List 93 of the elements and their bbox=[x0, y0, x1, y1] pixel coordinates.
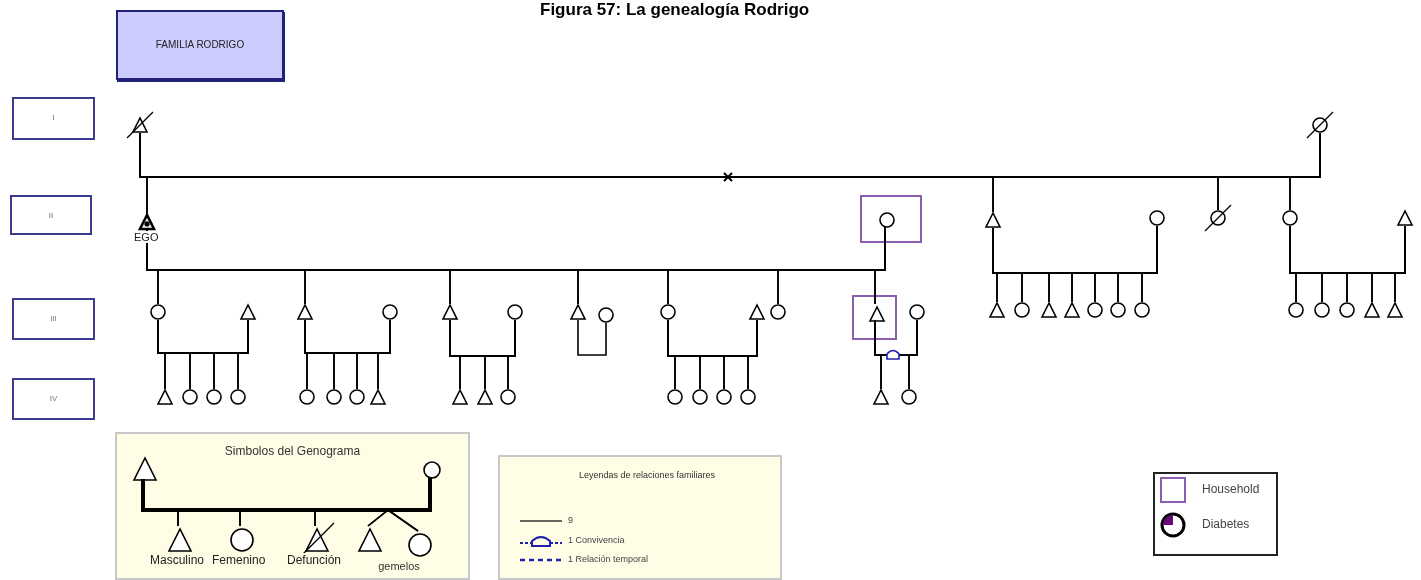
female-symbol bbox=[1339, 302, 1355, 318]
female-symbol bbox=[901, 389, 917, 405]
female-symbol bbox=[423, 461, 441, 479]
family-line bbox=[577, 319, 607, 356]
generation-box bbox=[10, 195, 92, 235]
female-symbol bbox=[716, 389, 732, 405]
female-symbol bbox=[150, 304, 166, 320]
symbol-caption: Masculino bbox=[150, 553, 205, 567]
female-symbol bbox=[182, 389, 198, 405]
male-symbol bbox=[157, 389, 173, 405]
female-symbol bbox=[507, 304, 523, 320]
household-frame bbox=[852, 295, 897, 340]
family-line bbox=[1289, 132, 1321, 211]
female-symbol bbox=[1110, 302, 1126, 318]
female-symbol bbox=[1314, 302, 1330, 318]
female-symbol bbox=[1282, 210, 1298, 226]
male-symbol bbox=[442, 304, 458, 320]
female-symbol bbox=[1087, 302, 1103, 318]
family-line bbox=[1394, 225, 1406, 303]
family-label: FAMILIA RODRIGO bbox=[154, 39, 246, 50]
female-symbol bbox=[879, 212, 895, 228]
female-symbol bbox=[1149, 210, 1165, 226]
female-symbol bbox=[692, 389, 708, 405]
female-symbol bbox=[408, 533, 432, 557]
male-symbol bbox=[358, 528, 382, 552]
female-symbol bbox=[909, 304, 925, 320]
deceased-male-symbol bbox=[127, 112, 153, 138]
legend-title: Leyendas de relaciones familiares bbox=[577, 470, 717, 480]
male-symbol bbox=[989, 302, 1005, 318]
female-symbol bbox=[1134, 302, 1150, 318]
family-line bbox=[237, 319, 249, 390]
generation-label: III bbox=[49, 314, 58, 323]
female-symbol bbox=[500, 389, 516, 405]
male-symbol bbox=[873, 389, 889, 405]
female-symbol bbox=[326, 389, 342, 405]
female-symbol bbox=[598, 307, 614, 323]
female-symbol bbox=[382, 304, 398, 320]
legend-text: 1 Convivencia bbox=[568, 535, 625, 545]
female-symbol bbox=[740, 389, 756, 405]
male-symbol bbox=[869, 306, 885, 322]
female-symbol bbox=[206, 389, 222, 405]
legend-text: Diabetes bbox=[1202, 517, 1250, 531]
family-line bbox=[141, 477, 432, 512]
female-symbol bbox=[770, 304, 786, 320]
generation-label: IV bbox=[48, 394, 59, 403]
female-symbol bbox=[1288, 302, 1304, 318]
legend-text: 1 Relación temporal bbox=[568, 554, 649, 564]
family-line bbox=[908, 319, 918, 390]
female-symbol bbox=[230, 389, 246, 405]
generation-label: II bbox=[47, 211, 55, 220]
symbol-caption: EGO bbox=[134, 231, 159, 243]
legend-text: 9 bbox=[568, 515, 573, 525]
family-line bbox=[377, 319, 391, 390]
family-line bbox=[1141, 225, 1158, 303]
male-symbol bbox=[1364, 302, 1380, 318]
male-symbol bbox=[477, 389, 493, 405]
symbol-caption: gemelos bbox=[377, 560, 421, 572]
family-name-box bbox=[116, 10, 284, 80]
male-symbol bbox=[133, 457, 157, 481]
index-person-symbol bbox=[139, 214, 155, 230]
symbol-caption: Femenino bbox=[212, 553, 266, 567]
female-symbol bbox=[299, 389, 315, 405]
generation-box bbox=[12, 298, 95, 340]
generation-box bbox=[12, 97, 95, 140]
male-symbol bbox=[452, 389, 468, 405]
legend-text: Household bbox=[1202, 482, 1260, 496]
male-symbol bbox=[1064, 302, 1080, 318]
panel-title: Simbolos del Genograma bbox=[223, 444, 362, 458]
deceased-female-symbol bbox=[1307, 112, 1333, 138]
female-symbol bbox=[230, 528, 254, 552]
male-symbol bbox=[1397, 210, 1413, 226]
figure-title: Figura 57: La genealogía Rodrigo bbox=[540, 0, 810, 20]
male-symbol bbox=[370, 389, 386, 405]
legend-panel bbox=[115, 432, 470, 580]
household-frame bbox=[860, 195, 922, 243]
symbol-caption: Defunción bbox=[287, 553, 342, 567]
male-symbol bbox=[297, 304, 313, 320]
female-symbol bbox=[349, 389, 365, 405]
generation-label: I bbox=[51, 113, 56, 122]
generation-box bbox=[12, 378, 95, 420]
male-symbol bbox=[749, 304, 765, 320]
female-symbol bbox=[660, 304, 676, 320]
female-symbol bbox=[667, 389, 683, 405]
family-line bbox=[507, 319, 516, 390]
male-symbol bbox=[240, 304, 256, 320]
male-symbol bbox=[168, 528, 192, 552]
male-symbol bbox=[1387, 302, 1403, 318]
male-symbol bbox=[1041, 302, 1057, 318]
male-symbol bbox=[570, 304, 586, 320]
female-symbol bbox=[1014, 302, 1030, 318]
male-symbol bbox=[985, 212, 1001, 228]
family-line bbox=[747, 319, 758, 390]
deceased-female-symbol bbox=[1205, 205, 1231, 231]
